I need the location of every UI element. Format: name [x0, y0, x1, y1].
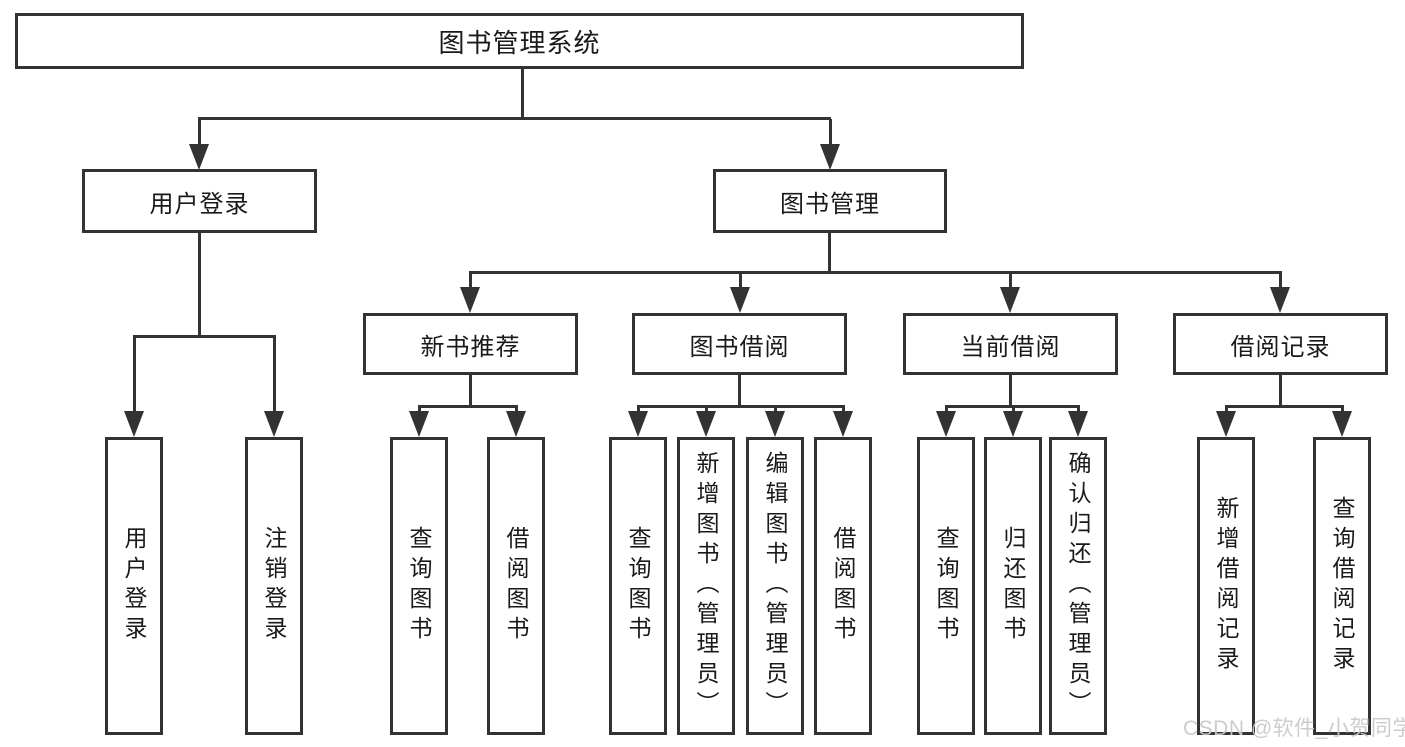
arrow-down-icon — [189, 144, 209, 170]
connector-line — [829, 119, 832, 146]
arrow-down-icon — [460, 287, 480, 313]
leaf-edit-books-admin: 编辑图书（管理员） — [746, 437, 804, 735]
node-new-book-recommendation: 新书推荐 — [363, 313, 578, 375]
arrow-down-icon — [506, 411, 526, 437]
leaf-borrow-books: 借阅图书 — [814, 437, 872, 735]
connector-line — [1341, 405, 1344, 413]
connector-line — [133, 335, 136, 411]
connector-line — [418, 405, 518, 408]
connector-line — [738, 375, 741, 408]
arrow-down-icon — [696, 411, 716, 437]
leaf-query-books-current: 查询图书 — [917, 437, 975, 735]
arrow-down-icon — [820, 144, 840, 170]
leaf-user-login: 用户登录 — [105, 437, 163, 735]
node-book-borrowing: 图书借阅 — [632, 313, 847, 375]
arrow-down-icon — [124, 411, 144, 437]
connector-line — [637, 405, 844, 408]
leaf-add-books-admin: 新增图书（管理员） — [677, 437, 735, 735]
connector-line — [1012, 405, 1015, 413]
node-book-management: 图书管理 — [713, 169, 947, 233]
arrow-down-icon — [264, 411, 284, 437]
connector-line — [739, 271, 742, 287]
connector-line — [1279, 271, 1282, 287]
connector-line — [1009, 271, 1012, 287]
connector-line — [469, 271, 472, 287]
arrow-down-icon — [936, 411, 956, 437]
connector-line — [469, 271, 1282, 274]
connector-line — [273, 335, 276, 411]
connector-line — [198, 233, 201, 337]
connector-line — [198, 117, 831, 120]
arrow-down-icon — [409, 411, 429, 437]
connector-line — [1225, 405, 1228, 413]
arrow-down-icon — [765, 411, 785, 437]
connector-line — [1279, 375, 1282, 408]
arrow-down-icon — [628, 411, 648, 437]
node-user-login: 用户登录 — [82, 169, 317, 233]
connector-line — [133, 335, 275, 338]
connector-line — [469, 375, 472, 408]
leaf-query-books-borrow: 查询图书 — [609, 437, 667, 735]
node-borrowing-records: 借阅记录 — [1173, 313, 1388, 375]
arrow-down-icon — [1068, 411, 1088, 437]
connector-line — [521, 69, 524, 119]
connector-line — [637, 405, 640, 413]
node-library-management-system: 图书管理系统 — [15, 13, 1024, 69]
arrow-down-icon — [1216, 411, 1236, 437]
csdn-watermark: CSDN @软件_小贺同学 — [1183, 717, 1405, 740]
connector-line — [774, 405, 777, 413]
leaf-query-books-recommend: 查询图书 — [390, 437, 448, 735]
connector-line — [418, 405, 421, 413]
leaf-confirm-return-admin: 确认归还（管理员） — [1049, 437, 1107, 735]
connector-line — [945, 405, 948, 413]
connector-line — [828, 233, 831, 274]
leaf-query-borrow-record: 查询借阅记录 — [1313, 437, 1371, 735]
connector-line — [705, 405, 708, 413]
leaf-return-books: 归还图书 — [984, 437, 1042, 735]
arrow-down-icon — [1000, 287, 1020, 313]
connector-line — [515, 405, 518, 413]
leaf-borrow-books-recommend: 借阅图书 — [487, 437, 545, 735]
connector-line — [1009, 375, 1012, 408]
leaf-logout: 注销登录 — [245, 437, 303, 735]
connector-line — [1225, 405, 1343, 408]
arrow-down-icon — [1003, 411, 1023, 437]
arrow-down-icon — [730, 287, 750, 313]
connector-line — [1077, 405, 1080, 413]
arrow-down-icon — [1270, 287, 1290, 313]
arrow-down-icon — [1332, 411, 1352, 437]
leaf-add-borrow-record: 新增借阅记录 — [1197, 437, 1255, 735]
connector-line — [198, 119, 201, 146]
arrow-down-icon — [833, 411, 853, 437]
connector-line — [842, 405, 845, 413]
node-current-borrowing: 当前借阅 — [903, 313, 1118, 375]
